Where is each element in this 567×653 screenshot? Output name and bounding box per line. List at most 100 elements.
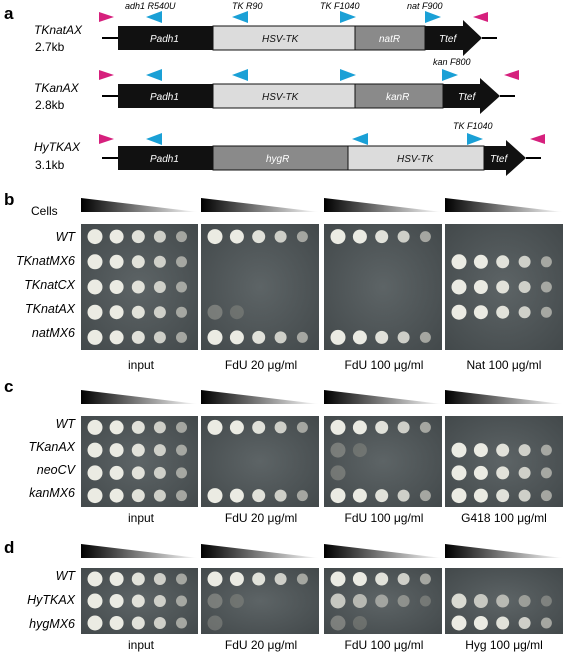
yeast-spot [109, 229, 124, 244]
segment-label: HSV-TK [262, 34, 300, 45]
yeast-spot [229, 305, 244, 320]
yeast-spot [109, 465, 124, 480]
yeast-spot [540, 490, 552, 502]
yeast-spot [296, 573, 308, 585]
strain-label: TKnatAX [25, 302, 76, 316]
primer-label: adh1 R540U [125, 1, 176, 11]
yeast-spot [176, 421, 187, 433]
yeast-spot [229, 330, 244, 345]
panel-d-label: d [4, 538, 14, 557]
yeast-spot [131, 572, 145, 586]
yeast-spot [207, 571, 223, 587]
strain-label: TKanAX [28, 440, 75, 454]
yeast-spot [473, 616, 488, 630]
agar-plate [324, 224, 442, 350]
yeast-spot [131, 280, 145, 294]
yeast-spot [496, 594, 510, 608]
primer-label: TK F1040 [453, 121, 493, 131]
yeast-spot [518, 281, 531, 293]
yeast-spot [87, 304, 103, 320]
segment-label: HSV-TK [262, 92, 300, 103]
yeast-spot [176, 331, 187, 343]
yeast-spot [87, 571, 103, 587]
construct-tknatax: TKnatAX 2.7kb Padh1 HSV-TK natR Ttef adh… [34, 1, 497, 56]
yeast-spot [207, 593, 223, 609]
primer-forward-icon [425, 11, 441, 23]
strain-labels: WT TKanAX neoCV kanMX6 [28, 417, 76, 500]
yeast-spot [330, 329, 346, 345]
construct-name: HyTKAX [34, 140, 81, 154]
yeast-spot [352, 616, 367, 630]
plates [81, 416, 563, 507]
yeast-spot [87, 593, 103, 609]
primer-reverse-icon [146, 69, 162, 81]
agar-plate [201, 224, 319, 350]
dilution-wedge [445, 390, 563, 404]
yeast-spot [176, 306, 187, 318]
yeast-spot [540, 467, 552, 479]
yeast-spot [540, 595, 552, 607]
strain-labels: WT TKnatMX6 TKnatCX TKnatAX natMX6 [16, 230, 76, 340]
yeast-spot [473, 305, 488, 320]
yeast-spot [518, 617, 531, 629]
yeast-spot [176, 573, 187, 585]
primer-forward-icon [340, 69, 356, 81]
panel-d: d WT HyTKAX hygMX6 input FdU 20 μg/ml Fd… [4, 538, 563, 652]
strain-label: HyTKAX [27, 593, 76, 607]
yeast-spot [352, 443, 367, 458]
strain-label: WT [56, 417, 77, 431]
cells-label: Cells [31, 204, 58, 218]
yeast-spot [518, 489, 531, 502]
yeast-spot [131, 466, 145, 480]
yeast-spot [131, 616, 145, 630]
condition-label: FdU 20 μg/ml [225, 358, 297, 372]
yeast-spot [397, 573, 410, 585]
yeast-spot [176, 231, 187, 243]
strain-label: natMX6 [32, 326, 75, 340]
condition-label: input [128, 638, 155, 652]
segment-ttef-arrow [443, 78, 500, 114]
dilution-wedges [81, 544, 563, 558]
yeast-spot [419, 231, 431, 243]
yeast-spot [375, 572, 389, 586]
dilution-wedge [81, 390, 198, 404]
yeast-spot [109, 616, 124, 630]
construct-name: TKanAX [34, 81, 80, 95]
yeast-spot [252, 330, 266, 344]
yeast-spot [473, 254, 488, 269]
yeast-spot [153, 230, 166, 243]
yeast-spot [87, 229, 103, 245]
yeast-spot [496, 466, 510, 480]
yeast-spot [229, 594, 244, 608]
yeast-spot [451, 465, 467, 481]
yeast-spot [207, 419, 223, 435]
yeast-spot [229, 420, 244, 435]
construct-name: TKnatAX [34, 23, 83, 37]
yeast-spot [153, 466, 166, 479]
condition-label: Hyg 100 μg/ml [465, 638, 543, 652]
strain-label: TKnatCX [24, 278, 75, 292]
yeast-spot [375, 330, 389, 344]
primer-label: TK R90 [232, 1, 263, 11]
yeast-spot [87, 419, 103, 435]
dilution-wedge [201, 198, 319, 212]
primer-reverse-outer-icon [530, 134, 545, 144]
primer-label: nat F900 [407, 1, 443, 11]
yeast-spot [229, 488, 244, 503]
segment-ttef-arrow [484, 140, 526, 176]
yeast-spot [473, 465, 488, 480]
yeast-spot [352, 594, 367, 608]
yeast-spot [176, 444, 187, 456]
construct-hytkax: HyTKAX 3.1kb Padh1 hygR HSV-TK Ttef TK F… [34, 121, 545, 176]
yeast-spot [330, 229, 346, 245]
yeast-spot [87, 615, 103, 631]
strain-labels: WT HyTKAX hygMX6 [27, 569, 76, 631]
yeast-spot [540, 256, 552, 268]
yeast-spot [131, 255, 145, 269]
strain-label: neoCV [37, 463, 77, 477]
yeast-spot [352, 420, 367, 435]
yeast-spot [87, 254, 103, 270]
segment-label: Padh1 [150, 34, 179, 45]
yeast-spot [109, 254, 124, 269]
